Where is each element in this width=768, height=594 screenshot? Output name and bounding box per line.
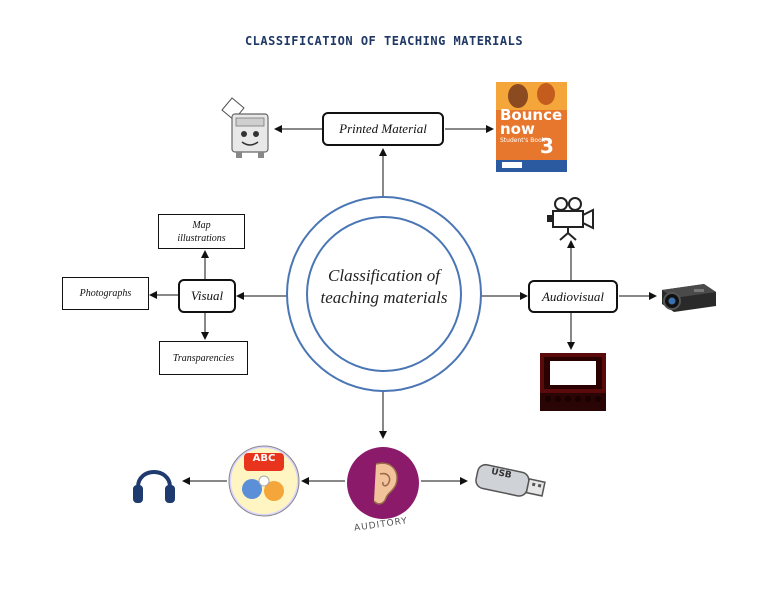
ear-icon: [347, 447, 419, 519]
printer-icon: [221, 97, 269, 158]
headphones-icon: [133, 470, 175, 503]
node-audiovisual: Audiovisual: [528, 280, 618, 313]
center-label: Classification of teaching materials: [288, 265, 480, 309]
node-audiovisual-label: Audiovisual: [541, 288, 605, 304]
book-subtitle: Student's Book: [500, 137, 546, 144]
photographs-box: Photographs: [62, 277, 149, 310]
cd-label: ABC: [252, 453, 276, 464]
transparencies-label: Transparencies: [172, 352, 235, 364]
book-title: Bounce now: [500, 106, 563, 138]
book-level: 3: [540, 134, 554, 158]
map-illustrations-line2: illustrations: [177, 232, 226, 244]
center-label-line2: teaching materials: [320, 288, 448, 307]
photographs-label: Photographs: [79, 288, 132, 299]
map-illustrations-line1: Map: [192, 219, 211, 231]
book-cover-art: [496, 82, 567, 172]
video-camera-icon: [547, 197, 594, 241]
node-printed-material-label: Printed Material: [339, 121, 427, 136]
map-illustrations-box: Map illustrations: [158, 214, 245, 249]
center-label-line1: Classification of: [328, 266, 440, 285]
page-title: CLASSIFICATION OF TEACHING MATERIALS: [244, 34, 524, 48]
book-title-line1: Bounce: [500, 106, 563, 124]
cinema-screen-icon: [540, 353, 606, 411]
node-printed-material: Printed Material: [322, 112, 444, 146]
book-cover-icon: Bounce now Student's Book 3: [496, 82, 567, 172]
center-ring-inner: [306, 216, 462, 372]
node-visual-label: Visual: [190, 288, 224, 303]
cd-icon: [228, 445, 300, 517]
center-ring-outer: [286, 196, 482, 392]
usb-drive-icon: [475, 463, 546, 497]
node-visual: Visual: [178, 279, 236, 313]
book-title-line2: now: [500, 120, 535, 138]
transparencies-box: Transparencies: [159, 341, 248, 375]
projector-icon: [662, 284, 716, 312]
